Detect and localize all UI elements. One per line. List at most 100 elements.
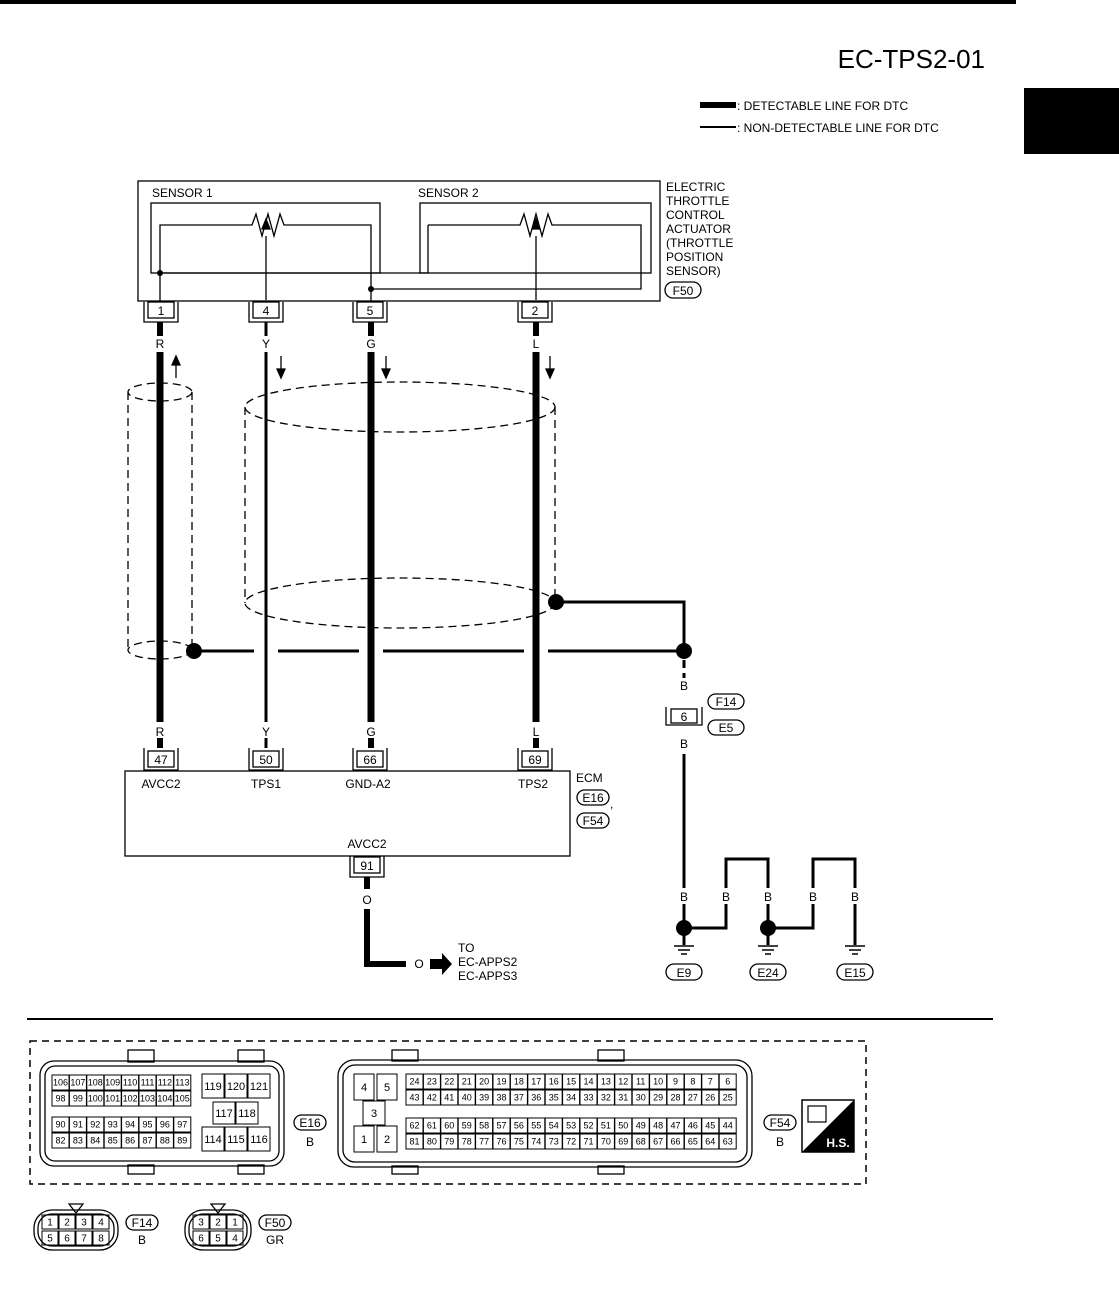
ecm-pin-66: 66 bbox=[363, 753, 377, 767]
f54-pin-40: 40 bbox=[462, 1093, 472, 1103]
f54-pin-18: 18 bbox=[514, 1077, 524, 1087]
f54-pin-74: 74 bbox=[531, 1137, 541, 1147]
f54-pin-34: 34 bbox=[566, 1093, 576, 1103]
f54-pin-42: 42 bbox=[427, 1093, 437, 1103]
e16-pin-112: 112 bbox=[158, 1078, 172, 1088]
wire-label-o-1: O bbox=[362, 893, 371, 907]
e16-pin-115: 115 bbox=[227, 1134, 245, 1146]
e16-pin-96: 96 bbox=[160, 1120, 170, 1130]
wire-label-top-r: R bbox=[156, 337, 165, 351]
f14-pin-1: 1 bbox=[47, 1218, 53, 1229]
actuator-connector-code: F50 bbox=[673, 284, 694, 298]
e16-pin-92: 92 bbox=[90, 1120, 100, 1130]
f54-pin-28: 28 bbox=[670, 1093, 680, 1103]
f54-pin-15: 15 bbox=[566, 1077, 576, 1087]
f54-pin-3: 3 bbox=[371, 1108, 377, 1120]
e16-pin-89: 89 bbox=[177, 1136, 187, 1146]
e16-pin-82: 82 bbox=[55, 1136, 65, 1146]
wire-label-bottom-g: G bbox=[366, 725, 375, 739]
f54-pin-35: 35 bbox=[549, 1093, 559, 1103]
e16-pin-116: 116 bbox=[250, 1134, 268, 1146]
f54-pin-51: 51 bbox=[601, 1121, 611, 1131]
actuator-pin-5: 5 bbox=[367, 304, 374, 318]
ground-e9: E9 bbox=[677, 966, 692, 980]
f54-pin-13: 13 bbox=[601, 1077, 611, 1087]
f14-pin-7: 7 bbox=[81, 1234, 87, 1245]
e16-pin-95: 95 bbox=[142, 1120, 152, 1130]
actuator-pin-2: 2 bbox=[532, 304, 539, 318]
f54-pin-4: 4 bbox=[361, 1082, 367, 1094]
f54-pin-69: 69 bbox=[618, 1137, 628, 1147]
signal-arrows bbox=[170, 354, 556, 380]
legend-detectable-label: : DETECTABLE LINE FOR DTC bbox=[737, 99, 908, 113]
wire-label-b-4: B bbox=[722, 890, 730, 904]
f54-pin-36: 36 bbox=[531, 1093, 541, 1103]
shield-lines bbox=[127, 381, 556, 660]
e16-pin-101: 101 bbox=[105, 1094, 120, 1104]
f50-code: F50 bbox=[265, 1216, 286, 1230]
ecm-terminal-avcc2-bottom: AVCC2 bbox=[347, 837, 386, 851]
f54-pin-60: 60 bbox=[444, 1121, 454, 1131]
f54-pin-53: 53 bbox=[566, 1121, 576, 1131]
wire-label-top-y: Y bbox=[262, 337, 270, 351]
e16-pin-104: 104 bbox=[157, 1094, 172, 1104]
f54-pin-62: 62 bbox=[409, 1121, 419, 1131]
wire-label-o-2: O bbox=[414, 957, 423, 971]
f54-pin-78: 78 bbox=[462, 1137, 472, 1147]
wire-label-b-1: B bbox=[680, 679, 688, 693]
ground-symbols bbox=[674, 945, 865, 955]
f54-pin-65: 65 bbox=[688, 1137, 698, 1147]
e16-pin-99: 99 bbox=[73, 1094, 83, 1104]
wire-label-top-l: L bbox=[533, 337, 540, 351]
f54-pin-43: 43 bbox=[409, 1093, 419, 1103]
f54-pin-52: 52 bbox=[583, 1121, 593, 1131]
f54-pin-79: 79 bbox=[444, 1137, 454, 1147]
e16-pin-105: 105 bbox=[175, 1094, 190, 1104]
f54-pin-57: 57 bbox=[496, 1121, 506, 1131]
f54-pin-48: 48 bbox=[653, 1121, 663, 1131]
e16-pin-118: 118 bbox=[238, 1108, 256, 1120]
f54-pin-75: 75 bbox=[514, 1137, 524, 1147]
ecm-pin-91: 91 bbox=[360, 859, 374, 873]
legend-detectable-line bbox=[700, 102, 736, 108]
f50-connector-outline bbox=[184, 1203, 252, 1251]
f54-pin-70: 70 bbox=[601, 1137, 611, 1147]
f54-pin-44: 44 bbox=[723, 1121, 733, 1131]
f54-pin-81: 81 bbox=[409, 1137, 419, 1147]
e16-pin-108: 108 bbox=[88, 1078, 103, 1088]
f54-pin-61: 61 bbox=[427, 1121, 437, 1131]
wire-label-bottom-y: Y bbox=[262, 725, 270, 739]
ecm-label: ECM bbox=[576, 771, 603, 785]
f54-pin-26: 26 bbox=[705, 1093, 715, 1103]
top-border bbox=[0, 0, 1016, 4]
hs-badge-icon: H.S. bbox=[801, 1099, 855, 1153]
ecm-terminal-tps1: TPS1 bbox=[251, 777, 281, 791]
e16-pin-114: 114 bbox=[204, 1134, 222, 1146]
svg-text:THROTTLE: THROTTLE bbox=[666, 194, 729, 208]
f50-pin-1: 1 bbox=[232, 1218, 238, 1229]
ecm-connector-e16: E16 bbox=[582, 791, 604, 805]
joint-pin-6: 6 bbox=[681, 710, 688, 724]
svg-text:(THROTTLE: (THROTTLE bbox=[666, 236, 733, 250]
e16-pin-85: 85 bbox=[108, 1136, 118, 1146]
f54-pin-33: 33 bbox=[583, 1093, 593, 1103]
legend-non-detectable-label: : NON-DETECTABLE LINE FOR DTC bbox=[737, 121, 939, 135]
f54-pin-71: 71 bbox=[583, 1137, 593, 1147]
e16-pin-119: 119 bbox=[204, 1081, 222, 1093]
wire-label-bottom-r: R bbox=[156, 725, 165, 739]
e16-connector-outline bbox=[39, 1049, 285, 1175]
ecm-pin-50: 50 bbox=[259, 753, 273, 767]
e16-pin-87: 87 bbox=[142, 1136, 152, 1146]
e16-pin-91: 91 bbox=[73, 1120, 83, 1130]
f54-pin-39: 39 bbox=[479, 1093, 489, 1103]
f54-pin-17: 17 bbox=[531, 1077, 541, 1087]
svg-text:H.S.: H.S. bbox=[826, 1136, 849, 1150]
joint-connector-e5: E5 bbox=[719, 721, 734, 735]
ecm-terminal-tps2: TPS2 bbox=[518, 777, 548, 791]
f14-pin-3: 3 bbox=[81, 1218, 87, 1229]
ecm-connector-f54: F54 bbox=[583, 814, 604, 828]
f54-pin-37: 37 bbox=[514, 1093, 524, 1103]
svg-text:ACTUATOR: ACTUATOR bbox=[666, 222, 731, 236]
f54-pin-77: 77 bbox=[479, 1137, 489, 1147]
